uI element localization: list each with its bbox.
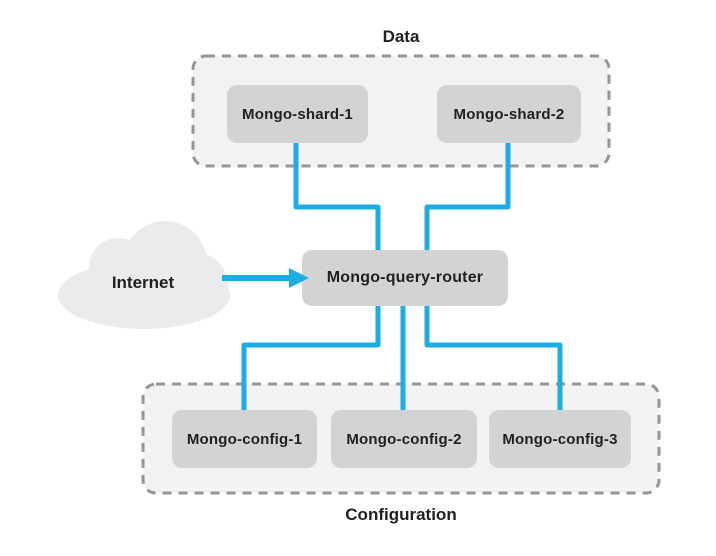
data-group-label: Data: [382, 27, 420, 46]
connector-shard2-to-router: [424, 143, 511, 251]
node-mongo-shard-1: Mongo-shard-1: [227, 85, 368, 143]
connector-router-to-config1: [241, 305, 381, 412]
internet-arrow-head: [289, 268, 309, 288]
node-mongo-shard-1-label: Mongo-shard-1: [242, 105, 353, 123]
internet-label: Internet: [111, 273, 175, 292]
node-mongo-query-router-label: Mongo-query-router: [326, 269, 484, 286]
node-mongo-shard-2: Mongo-shard-2: [437, 85, 581, 143]
node-mongo-config-3-label: Mongo-config-3: [502, 430, 618, 448]
node-mongo-config-2: Mongo-config-2: [331, 410, 477, 468]
connector-router-to-config3: [424, 305, 563, 412]
node-mongo-config-1-label: Mongo-config-1: [186, 430, 303, 448]
connector-shard1-to-router: [293, 143, 381, 251]
configuration-group-label: Configuration: [345, 505, 457, 524]
node-mongo-config-3: Mongo-config-3: [489, 410, 631, 468]
node-mongo-config-1: Mongo-config-1: [172, 410, 317, 468]
cloud-body: [58, 261, 230, 329]
node-mongo-query-router: Mongo-query-router: [302, 250, 508, 306]
node-mongo-config-2-label: Mongo-config-2: [346, 430, 462, 448]
node-mongo-shard-2-label: Mongo-shard-2: [453, 105, 565, 123]
